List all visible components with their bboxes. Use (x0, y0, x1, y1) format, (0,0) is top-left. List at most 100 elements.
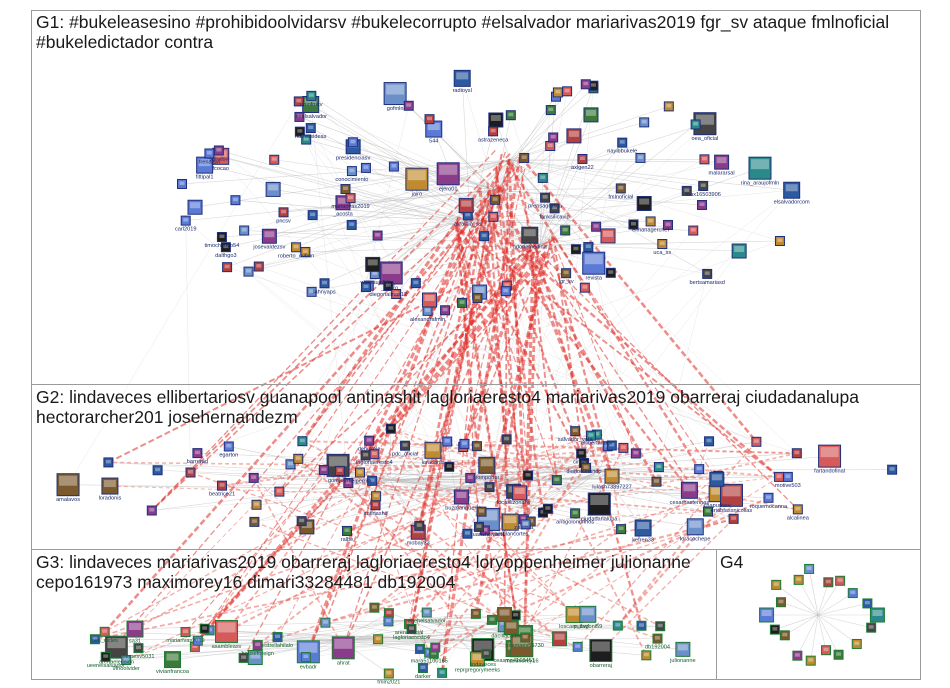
node-label: 9fnoolvider (112, 666, 140, 672)
network-edge (474, 253, 546, 615)
node-label: rolamaes55730 (505, 643, 544, 649)
network-node-highlight (487, 484, 493, 489)
network-node-highlight (363, 452, 369, 457)
network-node (192, 448, 203, 459)
network-node-highlight (665, 222, 671, 226)
network-node (354, 467, 365, 478)
network-node-highlight (666, 103, 672, 108)
network-node-highlight (202, 626, 208, 630)
network-edge (218, 150, 612, 446)
network-edge (190, 471, 658, 640)
network-node-highlight (659, 241, 665, 245)
network-node (548, 132, 559, 143)
network-edge (489, 110, 552, 488)
network-edge (339, 470, 487, 655)
network-edge (389, 479, 769, 499)
network-edge (459, 639, 683, 650)
network-node-highlight (850, 590, 856, 595)
network-node-highlight (573, 246, 579, 251)
node-label: revista (585, 276, 602, 282)
network-node-highlight (188, 470, 194, 474)
network-edge (301, 479, 391, 522)
network-edge (488, 189, 527, 525)
network-node-highlight (620, 445, 626, 449)
network-node-highlight (297, 129, 303, 133)
network-node (458, 198, 474, 214)
network-edge (306, 105, 409, 527)
network-node (101, 477, 119, 495)
network-edge (351, 189, 496, 226)
network-node-highlight (474, 287, 485, 294)
network-node (681, 185, 692, 196)
network-node (265, 181, 281, 197)
network-edge (227, 266, 797, 454)
network-node-highlight (349, 168, 355, 173)
network-edge (808, 568, 819, 616)
network-node (414, 520, 425, 531)
network-edge (151, 184, 502, 512)
network-edge (419, 479, 558, 650)
network-node-highlight (705, 509, 711, 513)
node-label: 544 (429, 139, 438, 145)
network-node (285, 459, 296, 470)
network-edge (369, 439, 780, 478)
network-node-highlight (432, 645, 438, 649)
network-node-highlight (431, 651, 437, 655)
network-node-highlight (633, 450, 639, 455)
network-node (587, 492, 611, 516)
network-edge (539, 177, 544, 246)
network-edge (530, 146, 551, 522)
network-node-highlight (637, 155, 643, 159)
network-node (56, 473, 80, 497)
network-node-highlight (442, 307, 448, 312)
nodes-layer (56, 69, 898, 679)
network-edge (339, 639, 483, 650)
network-node-highlight (618, 185, 624, 190)
network-edge (539, 157, 641, 246)
network-edge (389, 452, 797, 481)
network-node (484, 482, 495, 493)
network-edge (221, 469, 340, 487)
network-node (748, 156, 772, 180)
network-node-highlight (296, 114, 302, 118)
network-node (576, 448, 587, 459)
network-node (628, 219, 639, 230)
node-label: roberto_dubon (278, 253, 314, 259)
network-edge (509, 159, 543, 179)
network-edge (509, 159, 792, 191)
network-node (714, 154, 730, 170)
node-label: mara51100165 (411, 659, 448, 665)
network-node-highlight (776, 474, 782, 478)
network-node (453, 69, 471, 87)
network-node-highlight (402, 443, 408, 447)
network-node (133, 643, 144, 654)
node-label: circle1 (573, 460, 589, 466)
node-label: roquemocanna (750, 504, 788, 510)
network-node-highlight (179, 181, 185, 185)
network-node (247, 650, 263, 666)
node-label: dacillacader (491, 633, 521, 639)
network-node-highlight (542, 195, 548, 199)
node-label: juanchomart1 (470, 532, 505, 538)
node-label: egarton (219, 452, 238, 458)
node-label: loscarp_bwf (559, 624, 589, 630)
network-node-highlight (413, 280, 419, 285)
network-node-highlight (264, 231, 275, 238)
network-node-highlight (585, 244, 591, 249)
network-node (731, 243, 747, 259)
network-edge (455, 225, 530, 476)
network-node-highlight (594, 432, 600, 436)
network-node (343, 478, 354, 489)
network-node-highlight (245, 269, 251, 273)
network-node-highlight (416, 523, 422, 527)
network-edge (390, 428, 601, 471)
network-node (305, 123, 316, 134)
node-label: vivianfrancoa (156, 669, 190, 675)
node-label: ejero01 (439, 186, 458, 192)
network-node (779, 630, 790, 641)
network-node-highlight (684, 188, 690, 192)
network-node-highlight (820, 447, 839, 458)
network-node (180, 626, 191, 637)
network-node-highlight (219, 483, 225, 487)
network-node (410, 278, 421, 289)
